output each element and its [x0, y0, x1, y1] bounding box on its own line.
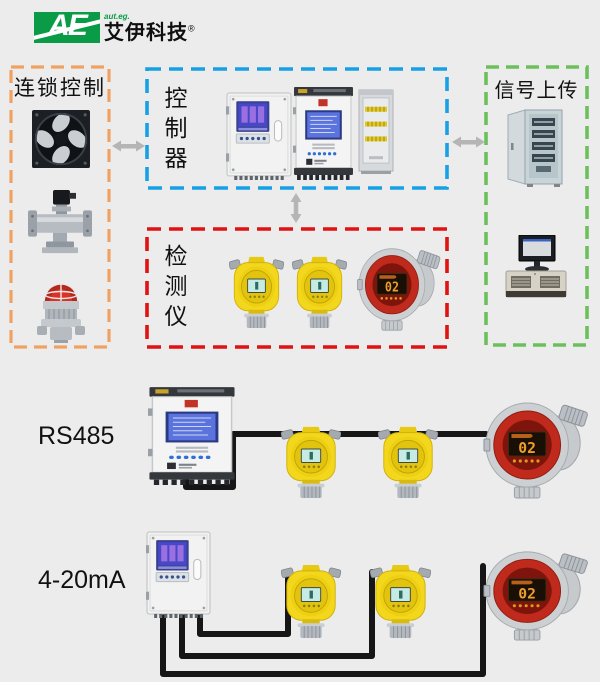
brand-logo: AE aut.eg. 艾伊科技® [34, 12, 196, 43]
red-detector-display: 02 [518, 587, 536, 603]
plc-cabinet-image [506, 108, 564, 188]
control-cabinet-image [358, 89, 394, 174]
interlock-box-border [9, 65, 111, 349]
controller-box-border [145, 67, 449, 190]
red-detector-display: 02 [518, 439, 536, 457]
detector-title: 检测仪 [161, 244, 187, 334]
solenoid-valve-image [28, 190, 92, 258]
gas-detector-yellow-image [281, 424, 341, 499]
gas-detector-yellow-image [281, 562, 341, 639]
arrow-controller-detector [290, 193, 302, 223]
gas-detector-red-image: 02 [482, 550, 590, 641]
wall-controller-image [226, 92, 292, 180]
rs485-label: RS485 [38, 422, 115, 450]
current-wire-3 [160, 563, 486, 677]
arrow-controller-signal [452, 136, 485, 148]
logo-monogram: AE [34, 12, 100, 43]
registered-mark: ® [188, 23, 196, 34]
alarm-beacon-image [37, 265, 85, 343]
gas-detector-yellow-image [292, 254, 347, 329]
gas-detector-yellow-image [378, 424, 438, 499]
interlock-title: 连锁控制 [14, 77, 106, 100]
signal-title: 信号上传 [494, 80, 579, 102]
logo-brand-text: 艾伊科技 [104, 22, 188, 44]
current-wire-2 [179, 569, 375, 659]
arrow-interlock-controller [112, 140, 145, 152]
signal-box-border [484, 65, 589, 347]
gas-detector-red-image: 02 [356, 247, 442, 331]
detector-box-border [145, 227, 449, 349]
exhaust-fan-image [32, 110, 90, 168]
industrial-pc-image [504, 235, 568, 303]
logo-brand-name: 艾伊科技® [104, 23, 196, 43]
red-detector-display: 02 [385, 280, 399, 295]
rs485-controller-image [148, 385, 236, 485]
gas-detector-yellow-image [229, 254, 284, 329]
current-loop-label: 4-20mA [38, 566, 126, 594]
gas-detector-red-image: 02 [482, 401, 590, 499]
logo-tagline: aut.eg. [104, 12, 130, 21]
gas-detector-yellow-image [370, 562, 431, 639]
current-loop-controller-image [146, 531, 211, 618]
current-wire-1 [197, 569, 291, 637]
controller-title: 控制器 [161, 86, 187, 176]
din-rail-controller-image [293, 85, 354, 180]
